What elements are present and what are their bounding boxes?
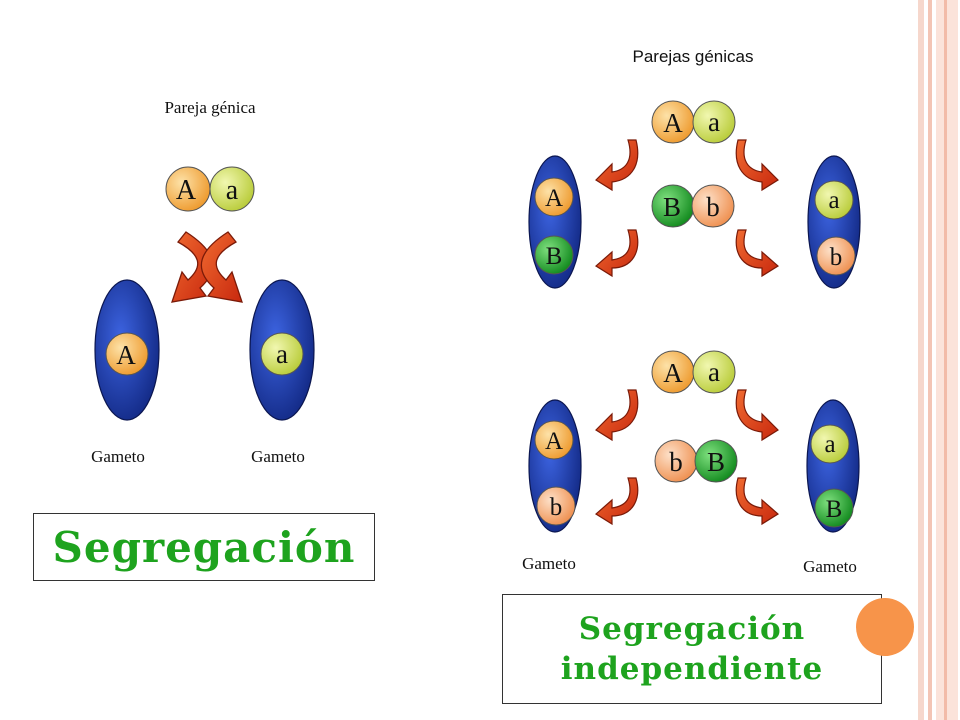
bottom-arrows	[594, 389, 780, 526]
side-stripe-1	[918, 0, 924, 720]
side-stripe-4	[944, 0, 947, 720]
allele-label: a	[226, 175, 239, 206]
allele-a-circle	[209, 166, 255, 212]
gamete-allele: a	[824, 431, 835, 458]
gamete-allele: b	[550, 494, 563, 521]
arrow-icon	[200, 231, 243, 303]
gamete-allele: b	[830, 244, 843, 271]
gamete-allele: A	[116, 340, 136, 370]
independent-title-line2: independiente	[560, 651, 824, 687]
allele-label: A	[176, 175, 197, 206]
gamete-label: Gameto	[91, 447, 145, 466]
top-arrows	[594, 139, 780, 278]
gamete-label: Gameto	[803, 557, 857, 576]
allele-label: B	[663, 192, 681, 222]
gamete-left: A	[94, 279, 160, 421]
gamete-allele: A	[545, 185, 563, 212]
arrow-icon	[735, 477, 780, 526]
bottom-pair-Aa: A a	[651, 350, 736, 394]
arrow-icon	[594, 477, 639, 526]
allele-label: a	[708, 107, 720, 137]
arrow-icon	[735, 139, 779, 192]
bottom-gamete-left: A b	[528, 399, 582, 533]
left-allele-pair: A a	[165, 166, 255, 212]
independent-segregation-title-box: Segregación independiente	[502, 594, 882, 704]
allele-label: A	[663, 108, 683, 138]
allele-label: b	[669, 447, 683, 477]
top-gamete-left: A B	[528, 155, 582, 289]
gamete-label: Gameto	[251, 447, 305, 466]
bottom-gamete-right: a B	[806, 399, 860, 533]
side-stripe-2	[928, 0, 932, 720]
gamete-allele: A	[545, 428, 563, 455]
decorative-orange-circle	[856, 598, 914, 656]
arrow-icon	[594, 229, 639, 278]
segregation-arrows	[171, 231, 243, 303]
allele-label: b	[706, 192, 720, 222]
segregation-title: Segregación	[52, 522, 356, 572]
independent-title-line1: Segregación	[578, 611, 806, 647]
gamete-allele: a	[276, 339, 288, 369]
arrow-icon	[735, 229, 780, 278]
gamete-allele: a	[828, 187, 839, 214]
gamete-label: Gameto	[522, 554, 576, 573]
side-stripe-3	[936, 0, 958, 720]
gamete-allele: B	[546, 243, 563, 270]
left-caption: Pareja génica	[164, 98, 256, 117]
top-gamete-right: a b	[807, 155, 861, 289]
allele-label: a	[708, 357, 720, 387]
gamete-allele: B	[826, 496, 843, 523]
allele-label: B	[707, 447, 725, 477]
top-pair-Bb: B b	[651, 184, 735, 228]
arrow-icon	[735, 389, 779, 442]
top-pair-Aa: A a	[651, 100, 736, 144]
segregation-title-box: Segregación	[33, 513, 375, 581]
allele-label: A	[663, 358, 683, 388]
arrow-icon	[595, 389, 639, 442]
bottom-pair-bB: b B	[654, 439, 738, 483]
arrow-icon	[595, 139, 639, 192]
gamete-right: a	[249, 279, 315, 421]
right-caption: Parejas génicas	[633, 47, 754, 66]
